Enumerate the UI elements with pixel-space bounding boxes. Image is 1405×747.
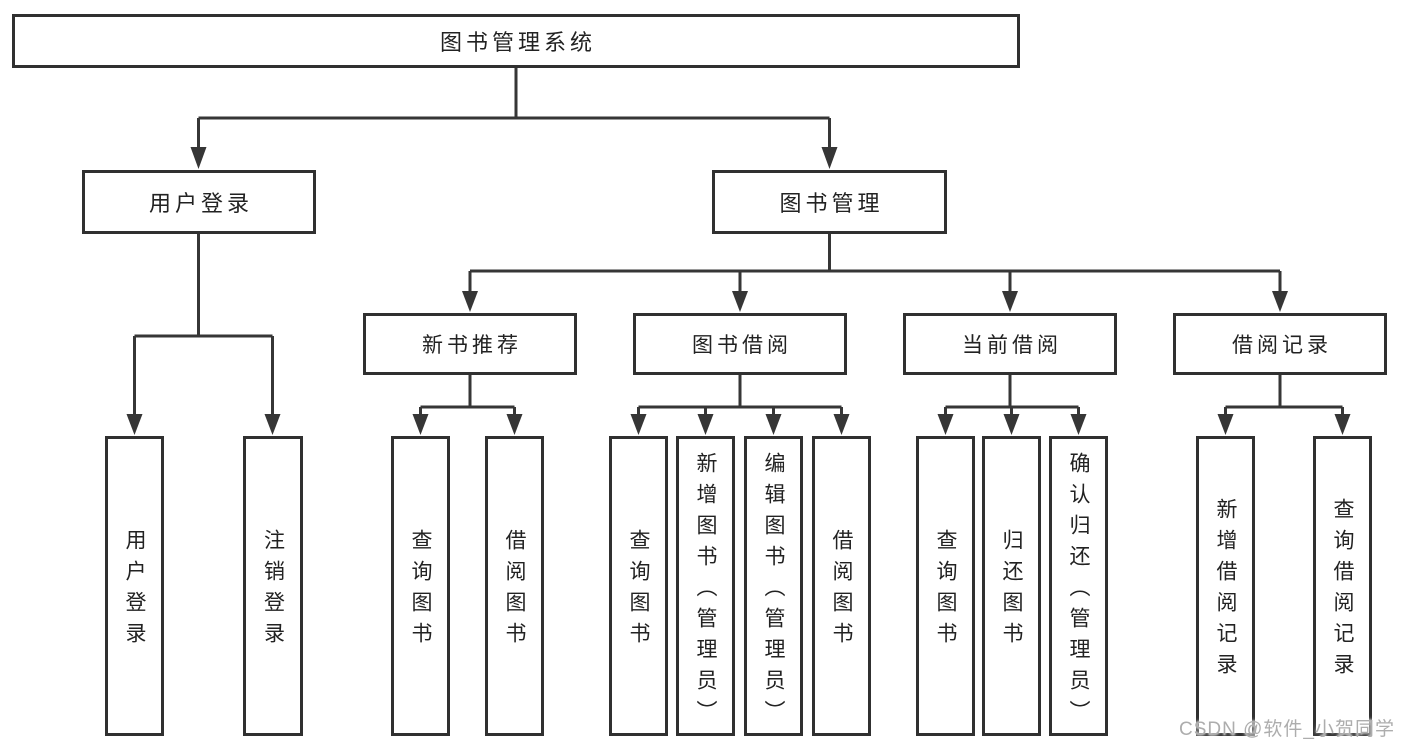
arrowhead-icon [1334,414,1351,435]
leaf-query-book-borrow: 查询图书 [609,436,668,736]
connector-new-book-recommend-children [419,374,516,416]
arrowhead-icon [1272,291,1288,312]
arrowhead-icon [190,147,207,169]
node-user-login: 用户登录 [82,170,316,234]
node-label: 查询图书 [627,529,650,653]
node-label: 归还图书 [1000,529,1023,653]
node-label: 注销登录 [261,529,285,653]
leaf-logout: 注销登录 [243,436,303,736]
connector-borrow-records-children [1224,374,1344,416]
leaf-query-book-current: 查询图书 [916,436,975,736]
leaf-edit-book-admin: 编辑图书（管理员） [744,436,803,736]
node-label: 确认归还（管理员） [1067,451,1090,731]
leaf-borrow-book: 借阅图书 [812,436,871,736]
leaf-add-book-admin: 新增图书（管理员） [676,436,735,736]
node-book-management: 图书管理 [712,170,947,234]
leaf-add-borrow-record: 新增借阅记录 [1196,436,1255,736]
arrowhead-icon [937,414,954,435]
arrowhead-icon [833,414,850,435]
node-label: 图书管理 [779,191,884,216]
leaf-borrow-book-recommend: 借阅图书 [485,436,544,736]
connector-book-management-children [468,234,1282,292]
leaf-return-book: 归还图书 [982,436,1041,736]
leaf-user-login: 用户登录 [105,436,164,736]
node-label: 新书推荐 [422,334,522,357]
connector-current-borrow-children [944,374,1080,416]
arrowhead-icon [821,147,838,169]
arrowheads [126,147,1351,435]
node-label: 新增借阅记录 [1214,498,1237,684]
node-label: 借阅记录 [1232,334,1332,357]
arrowhead-icon [1217,414,1234,435]
arrowhead-icon [697,414,714,435]
arrowhead-icon [1003,414,1020,435]
arrowhead-icon [732,291,748,312]
connector-root-to-level2 [197,68,831,148]
node-label: 查询借阅记录 [1331,498,1354,684]
node-label: 借阅图书 [503,529,526,653]
arrowhead-icon [462,291,478,312]
arrowhead-icon [126,414,143,435]
node-label: 借阅图书 [830,529,853,653]
arrowhead-icon [1002,291,1018,312]
arrowhead-icon [264,414,281,435]
leaf-query-borrow-record: 查询借阅记录 [1313,436,1372,736]
node-root-library-system: 图书管理系统 [12,14,1020,68]
leaf-query-book-recommend: 查询图书 [391,436,450,736]
node-label: 编辑图书（管理员） [762,451,785,731]
node-current-borrow: 当前借阅 [903,313,1117,375]
node-label: 用户登录 [123,529,146,653]
arrowhead-icon [765,414,782,435]
node-label: 用户登录 [148,191,253,216]
arrowhead-icon [1070,414,1087,435]
node-label: 图书管理系统 [439,30,596,55]
connector-user-login-children [133,234,274,416]
leaf-confirm-return-admin: 确认归还（管理员） [1049,436,1108,736]
node-book-borrow: 图书借阅 [633,313,847,375]
node-borrow-records: 借阅记录 [1173,313,1387,375]
arrowhead-icon [506,414,523,435]
arrowhead-icon [412,414,429,435]
node-label: 查询图书 [409,529,432,653]
connector-book-borrow-children [637,374,843,416]
arrowhead-icon [630,414,647,435]
node-label: 查询图书 [934,529,957,653]
node-label: 图书借阅 [692,334,792,357]
node-label: 当前借阅 [962,334,1062,357]
node-label: 新增图书（管理员） [694,451,717,731]
node-new-book-recommend: 新书推荐 [363,313,577,375]
